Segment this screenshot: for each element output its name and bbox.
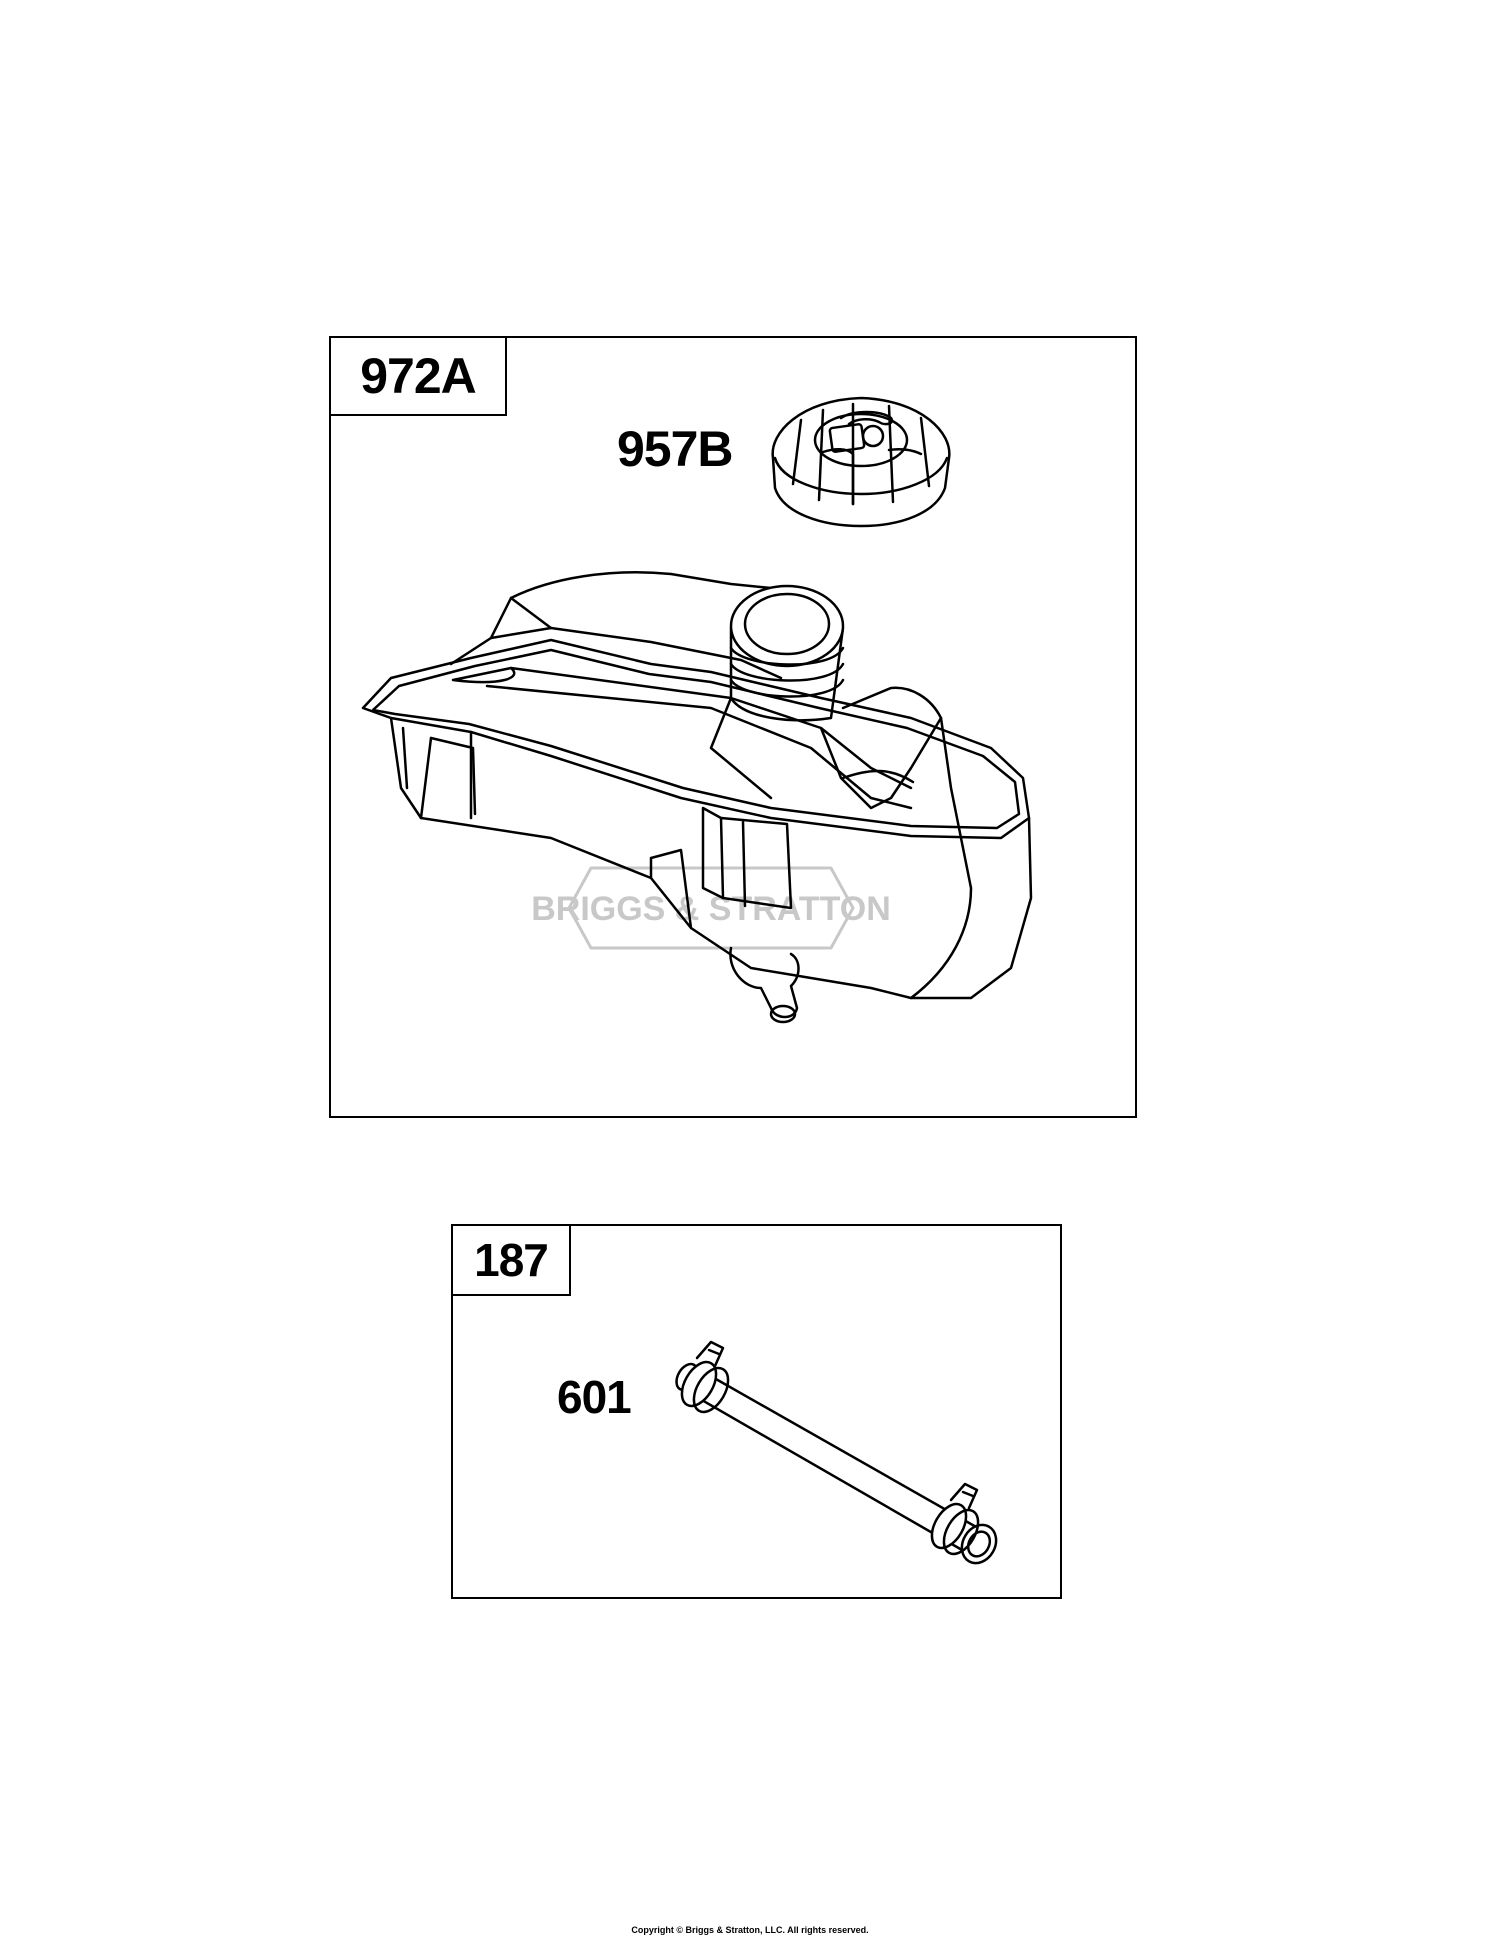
watermark-logo: BRIGGS & STRATTON <box>531 866 891 950</box>
kit-number-label: 187 <box>451 1224 571 1296</box>
part-number-label: 601 <box>557 1371 632 1423</box>
kit-number-label: 972A <box>329 336 507 416</box>
kit-972a-box: 972A 957B BRIGGS & STRATTON <box>329 336 1137 1118</box>
kit-187-box: 187 601 <box>451 1224 1062 1599</box>
fuel-tank-icon: BRIGGS & STRATTON <box>361 571 1033 1024</box>
fuel-cap-icon <box>771 396 951 528</box>
fuel-line-with-clamps-icon <box>675 1340 998 1565</box>
part-number-label: 957B <box>617 421 734 477</box>
copyright-footer: Copyright © Briggs & Stratton, LLC. All … <box>631 1925 869 1935</box>
watermark-text: BRIGGS & STRATTON <box>531 890 891 928</box>
